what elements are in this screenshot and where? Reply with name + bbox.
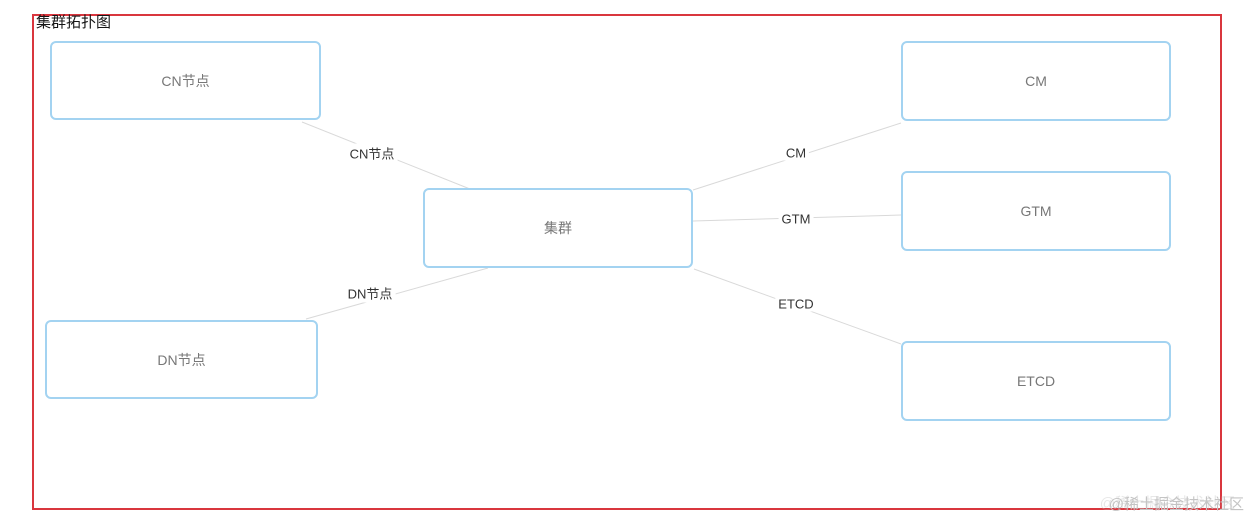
node-cn-node[interactable]: CN节点: [50, 41, 321, 120]
node-cluster[interactable]: 集群: [423, 188, 693, 268]
node-gtm[interactable]: GTM: [901, 171, 1171, 251]
edge-label-cluster-cn: CN节点: [346, 143, 398, 163]
watermark: @稀土掘金技术社区: [1108, 496, 1244, 513]
edge-label-cluster-cm: CM: [782, 145, 810, 161]
node-cm[interactable]: CM: [901, 41, 1171, 121]
node-etcd[interactable]: ETCD: [901, 341, 1171, 421]
node-dn-node[interactable]: DN节点: [45, 320, 318, 399]
page-title: 集群拓扑图: [36, 14, 112, 31]
edge-label-cluster-dn: DN节点: [344, 283, 396, 303]
edge-label-cluster-etcd: ETCD: [775, 296, 817, 312]
edge-label-cluster-gtm: GTM: [778, 211, 814, 227]
